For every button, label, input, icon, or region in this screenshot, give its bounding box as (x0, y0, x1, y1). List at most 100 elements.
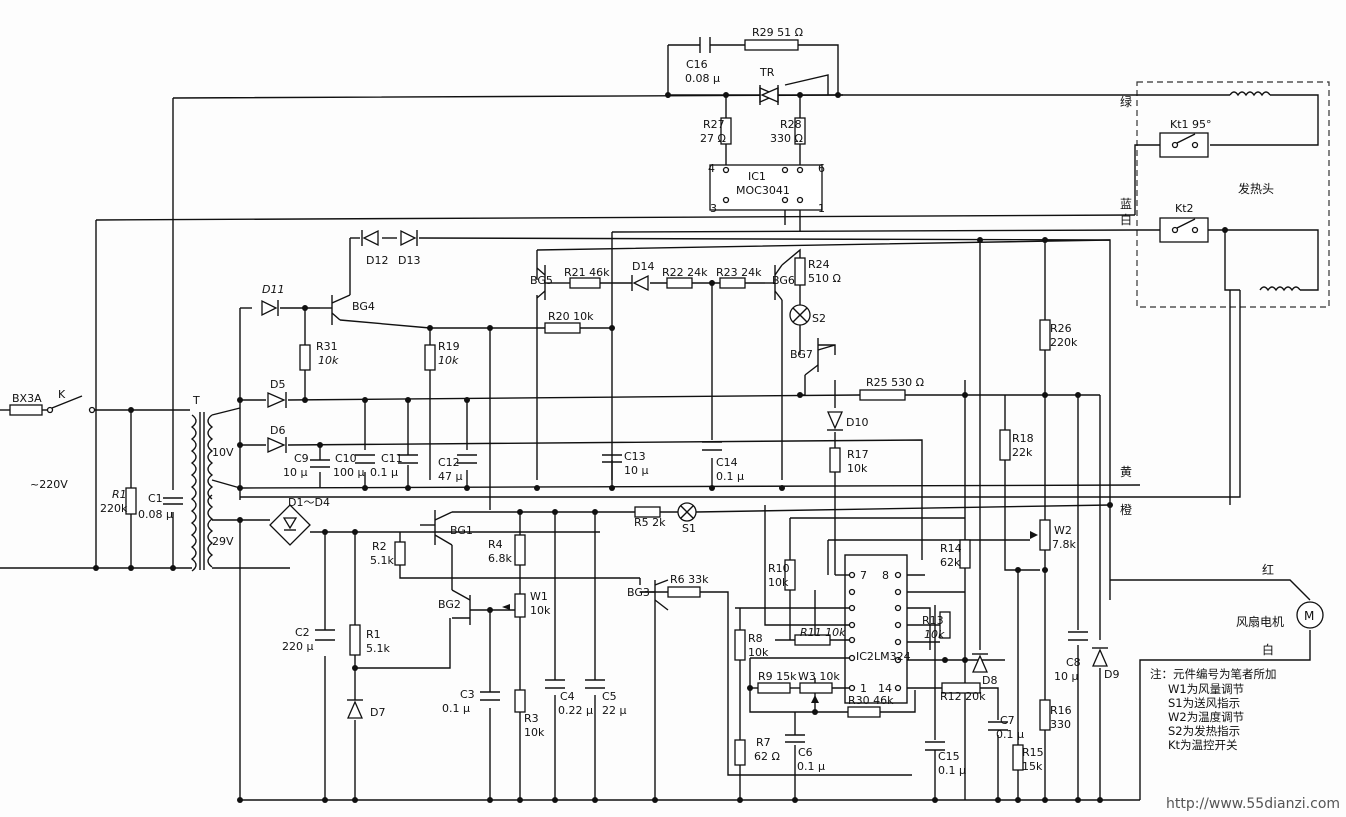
note-line-3: W2为温度调节 (1168, 710, 1244, 724)
labels: BX3A K ~220V R1 220k C1 0.08 μ T 10V 29V… (12, 26, 1340, 812)
label-r28: R28 (780, 118, 802, 131)
label-r24-value: 510 Ω (808, 272, 841, 285)
label-r4-value: 6.8k (488, 552, 512, 565)
label-bg6: BG6 (772, 274, 795, 287)
label-r23: R23 24k (716, 266, 762, 279)
label-c4: C4 (560, 690, 575, 703)
label-d14: D14 (632, 260, 654, 273)
label-r22: R22 24k (662, 266, 708, 279)
label-r26: R26 (1050, 322, 1072, 335)
label-pin8: 8 (882, 569, 889, 582)
label-c10: C10 (335, 452, 357, 465)
label-r17-value: 10k (847, 462, 868, 475)
label-wire-white1: 白 (1120, 212, 1132, 227)
label-r2-value: 5.1k (370, 554, 394, 567)
label-r7-value: 62 Ω (754, 750, 780, 763)
label-c9: C9 (294, 452, 309, 465)
label-r25: R25 530 Ω (866, 376, 924, 389)
watermark: http://www.55dianzi.com (1166, 796, 1340, 812)
label-r30: R30 46k (848, 694, 894, 707)
label-r12: R12 20k (940, 690, 986, 703)
label-c8: C8 (1066, 656, 1081, 669)
label-ic1-pin3: 3 (710, 202, 717, 215)
label-r21: R21 46k (564, 266, 610, 279)
label-c15-value: 0.1 μ (938, 764, 966, 777)
label-ic1: IC1 (748, 170, 766, 183)
label-d7: D7 (370, 706, 385, 719)
label-transformer: T (192, 394, 200, 407)
label-r27-value: 27 Ω (700, 132, 726, 145)
label-w2: W2 (1054, 524, 1072, 537)
label-c11-value: 0.1 μ (370, 466, 398, 479)
label-r7: R7 (756, 736, 771, 749)
label-c14: C14 (716, 456, 738, 469)
label-r9: R9 15k (758, 670, 797, 683)
junctions (93, 92, 1228, 803)
component-symbols (9, 37, 1324, 771)
label-r1: R1 (112, 488, 127, 501)
label-r11: R11 10k (800, 626, 846, 639)
note-line-4: S2为发热指示 (1168, 724, 1240, 738)
label-c3-value: 0.1 μ (442, 702, 470, 715)
label-c5: C5 (602, 690, 617, 703)
label-r3-value: 10k (524, 726, 545, 739)
label-r6: R6 33k (670, 573, 709, 586)
label-r13-value: 10k (924, 628, 945, 641)
label-lm324: LM324 (874, 650, 911, 663)
label-wire-white2: 白 (1262, 642, 1274, 657)
label-ic1-pin4: 4 (708, 162, 715, 175)
note-line-5: Kt为温控开关 (1168, 738, 1238, 752)
label-c15: C15 (938, 750, 960, 763)
label-r16-value: 330 (1050, 718, 1071, 731)
label-r14: R14 (940, 542, 962, 555)
label-kt2: Kt2 (1175, 202, 1194, 215)
label-c3: C3 (460, 688, 475, 701)
label-d5: D5 (270, 378, 285, 391)
label-r8-value: 10k (748, 646, 769, 659)
label-10v: 10V (212, 446, 234, 459)
wires (0, 44, 1330, 801)
label-r31-value: 10k (318, 354, 339, 367)
label-wire-red: 红 (1262, 562, 1274, 577)
label-c13-value: 10 μ (624, 464, 649, 477)
label-ic1-pin1: 1 (818, 202, 825, 215)
label-c2-value: 220 μ (282, 640, 314, 653)
label-bg2: BG2 (438, 598, 461, 611)
label-ic2: IC2 (856, 650, 874, 663)
label-wire-blue: 蓝 (1120, 197, 1132, 211)
label-switch: K (58, 388, 66, 401)
label-r8: R8 (748, 632, 763, 645)
label-c2: C2 (295, 626, 310, 639)
note-line-1: W1为风量调节 (1168, 682, 1244, 696)
label-r4: R4 (488, 538, 503, 551)
label-r2: R2 (372, 540, 387, 553)
label-c8-value: 10 μ (1054, 670, 1079, 683)
label-r28-value: 330 Ω (770, 132, 803, 145)
label-r13: R13 (922, 614, 944, 627)
label-r18-value: 22k (1012, 446, 1033, 459)
label-kt1: Kt1 95° (1170, 118, 1212, 131)
label-voltage: ~220V (30, 478, 68, 491)
label-bg4: BG4 (352, 300, 375, 313)
label-r31: R31 (316, 340, 338, 353)
label-c4-value: 0.22 μ (558, 704, 593, 717)
label-wire-green: 绿 (1120, 94, 1132, 109)
label-r10-value: 10k (768, 576, 789, 589)
label-r18: R18 (1012, 432, 1034, 445)
label-r29: R29 51 Ω (752, 26, 803, 39)
label-c12: C12 (438, 456, 460, 469)
label-s1: S1 (682, 522, 696, 535)
label-r5: R5 2k (634, 516, 666, 529)
label-pin1: 1 (860, 682, 867, 695)
label-heater: 发热头 (1238, 181, 1274, 196)
label-tr: TR (759, 66, 775, 79)
label-motor-m: M (1304, 609, 1314, 623)
label-c6: C6 (798, 746, 813, 759)
label-w1-value: 10k (530, 604, 551, 617)
label-c7-value: 0.1 μ (996, 728, 1024, 741)
label-s2: S2 (812, 312, 826, 325)
label-moc3041: MOC3041 (736, 184, 790, 197)
label-29v: 29V (212, 535, 234, 548)
label-r20: R20 10k (548, 310, 594, 323)
